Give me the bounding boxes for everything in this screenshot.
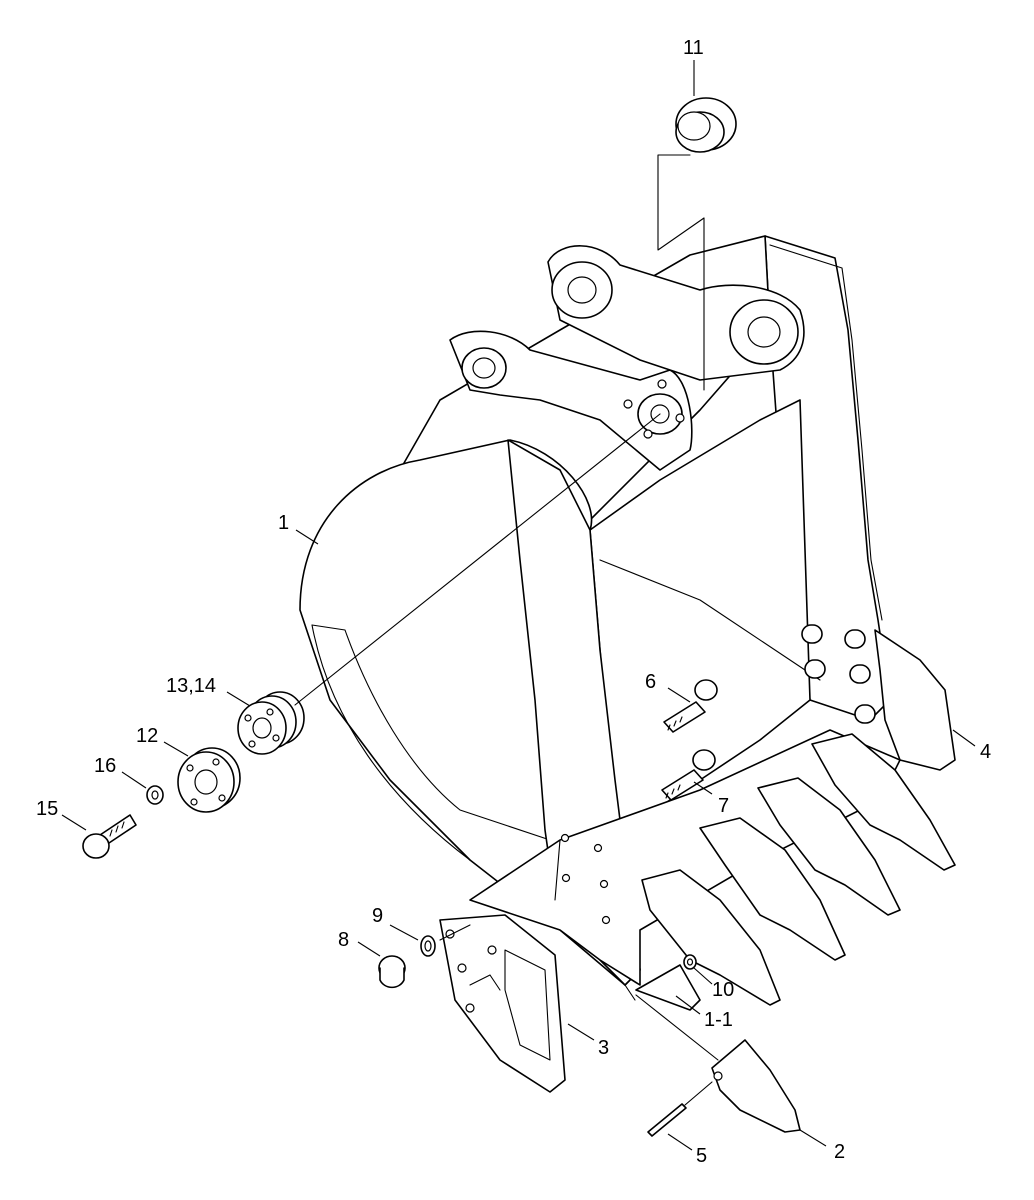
callout-13-14: 13,14: [166, 675, 216, 697]
callout-7: 7: [718, 795, 729, 817]
callout-3: 3: [598, 1037, 609, 1059]
callout-2: 2: [834, 1141, 845, 1163]
bolt-6: [663, 679, 718, 733]
bucket-teeth-row: [641, 629, 956, 1006]
callout-1-1: 1-1: [704, 1009, 733, 1031]
callout-5: 5: [696, 1145, 707, 1167]
washer-9: [420, 935, 436, 957]
callout-9: 9: [372, 905, 383, 927]
bucket-body: [299, 235, 901, 1001]
pin: [647, 1103, 687, 1137]
bolt-15: [82, 814, 137, 859]
washer-16: [146, 785, 164, 805]
callout-11: 11: [683, 37, 704, 59]
retaining-plate: [177, 747, 241, 813]
callout-12: 12: [136, 725, 158, 747]
callout-16: 16: [94, 755, 116, 777]
callout-4: 4: [980, 741, 991, 763]
adapter: [635, 964, 701, 1011]
nut: [378, 955, 406, 989]
shim-assembly: [237, 691, 305, 755]
callout-15: 15: [36, 798, 58, 820]
callout-8: 8: [338, 929, 349, 951]
tooth-exploded: [711, 1039, 801, 1133]
callout-1: 1: [278, 512, 289, 534]
callout-labels: 11 1 13,14 12 16 15 6 7 4 9 8 10 1-1 3 2…: [36, 37, 991, 1167]
explosion-lines: [294, 154, 719, 1106]
bolt-7: [661, 749, 716, 801]
bushing: [675, 97, 737, 153]
washer-10: [683, 954, 697, 970]
callout-6: 6: [645, 671, 656, 693]
callout-10: 10: [712, 979, 734, 1001]
side-cutter: [439, 914, 566, 1093]
callout-leaders: [61, 60, 976, 1151]
